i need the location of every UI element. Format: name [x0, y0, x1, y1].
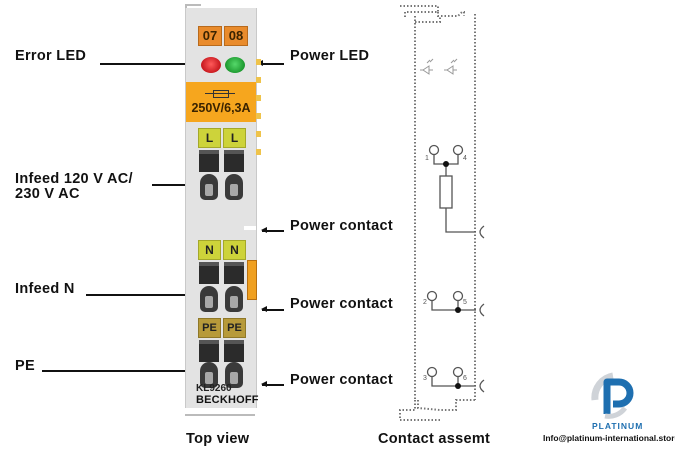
- power-led: [225, 57, 245, 73]
- fuse-symbol: [439, 175, 453, 209]
- junction-dots: [443, 161, 461, 389]
- side-contact-pip: [256, 59, 261, 65]
- circuit: [426, 144, 485, 393]
- terminal-point-4: [452, 144, 464, 156]
- power-contact-1: [244, 226, 256, 230]
- power-contact-2-label: Power contact: [290, 296, 394, 312]
- side-contact-pip: [256, 113, 261, 119]
- power-contact-symbol-3: [479, 379, 485, 393]
- terminal-point-3: [426, 366, 438, 378]
- fuse-rating: 250V/6,3A: [191, 101, 251, 115]
- schematic-num-3: 3: [423, 375, 427, 382]
- infeed-n-arrow: [86, 291, 193, 297]
- power-contact-2-arrow: [261, 306, 284, 312]
- n-label-2: N: [223, 240, 246, 260]
- clamp-2[interactable]: [200, 286, 218, 312]
- side-contact-pip: [256, 77, 261, 83]
- logo-email[interactable]: Info@platinum-international.store: [543, 433, 675, 443]
- fuse-panel: 250V/6,3A: [186, 82, 256, 122]
- logo-brand: PLATINUM: [592, 421, 644, 431]
- side-contact-pip: [256, 95, 261, 101]
- n-label-1: N: [198, 240, 221, 260]
- infeed-ac-label-line1: Infeed 120 V AC/: [15, 171, 133, 187]
- platinum-logo-icon: [591, 372, 634, 419]
- spring-slot-3[interactable]: [199, 340, 219, 362]
- contact-assembly-caption: Contact assemt: [378, 431, 491, 447]
- side-contact-pip: [256, 149, 261, 155]
- power-contact-1-label: Power contact: [290, 218, 394, 234]
- terminal-point-2: [426, 290, 438, 302]
- housing-outline: [399, 5, 476, 421]
- pe-label-1: PE: [198, 318, 221, 338]
- clamp-6[interactable]: [225, 362, 243, 388]
- fuse-icon-lead: [205, 93, 235, 94]
- side-contact-pip: [256, 131, 261, 137]
- terminal-body: 07 08 250V/6,3A L L N N PE PE KL9260 BEC…: [185, 8, 259, 408]
- power-contact-symbol-2: [479, 303, 485, 317]
- schematic-num-1: 1: [425, 155, 429, 162]
- spring-slot-5[interactable]: [224, 262, 244, 284]
- power-led-arrow: [257, 60, 284, 66]
- brand-name: BECKHOFF: [196, 394, 259, 406]
- pe-label-2: PE: [223, 318, 246, 338]
- power-contact-symbol-1: [479, 225, 485, 239]
- clamp-1[interactable]: [200, 174, 218, 200]
- clamp-5[interactable]: [225, 286, 243, 312]
- error-led: [201, 57, 221, 73]
- power-contact-1-arrow: [261, 227, 284, 233]
- led-symbols: [420, 58, 458, 75]
- power-led-label: Power LED: [290, 48, 370, 64]
- power-contact-3-arrow: [261, 381, 284, 387]
- power-contact-3-label: Power contact: [290, 372, 394, 388]
- error-led-arrow: [100, 60, 193, 66]
- spring-slot-2[interactable]: [199, 262, 219, 284]
- channel-badge-08: 08: [224, 26, 248, 46]
- schematic-num-6: 6: [463, 375, 467, 382]
- schematic-numbers: 1 4 2 5 3 6: [423, 155, 467, 382]
- clamp-3[interactable]: [200, 362, 218, 388]
- terminal-point-6: [452, 366, 464, 378]
- error-led-label: Error LED: [15, 48, 87, 64]
- terminal-point-1: [428, 144, 440, 156]
- top-view-caption: Top view: [186, 431, 250, 447]
- pe-arrow: [42, 367, 193, 373]
- schematic-num-4: 4: [463, 155, 467, 162]
- schematic-num-2: 2: [423, 299, 427, 306]
- channel-badge-07: 07: [198, 26, 222, 46]
- orange-side-tab: [247, 260, 257, 300]
- l-label-1: L: [198, 128, 221, 148]
- spring-slot-6[interactable]: [224, 340, 244, 362]
- terminal-point-5: [452, 290, 464, 302]
- fuse-icon: [213, 90, 229, 98]
- terminal-bottom-latch: [185, 408, 255, 416]
- l-label-2: L: [223, 128, 246, 148]
- schematic-num-5: 5: [463, 299, 467, 306]
- contact-assembly-schematic: 1 4 2 5 3 6: [399, 5, 485, 421]
- pe-label: PE: [15, 358, 35, 374]
- infeed-ac-label: Infeed 120 V AC/ 230 V AC: [15, 172, 133, 202]
- clamp-4[interactable]: [225, 174, 243, 200]
- spring-slot-1[interactable]: [199, 150, 219, 172]
- infeed-ac-label-line2: 230 V AC: [15, 186, 80, 202]
- model-number: KL9260: [196, 383, 232, 394]
- spring-slot-4[interactable]: [224, 150, 244, 172]
- infeed-n-label: Infeed N: [15, 281, 75, 297]
